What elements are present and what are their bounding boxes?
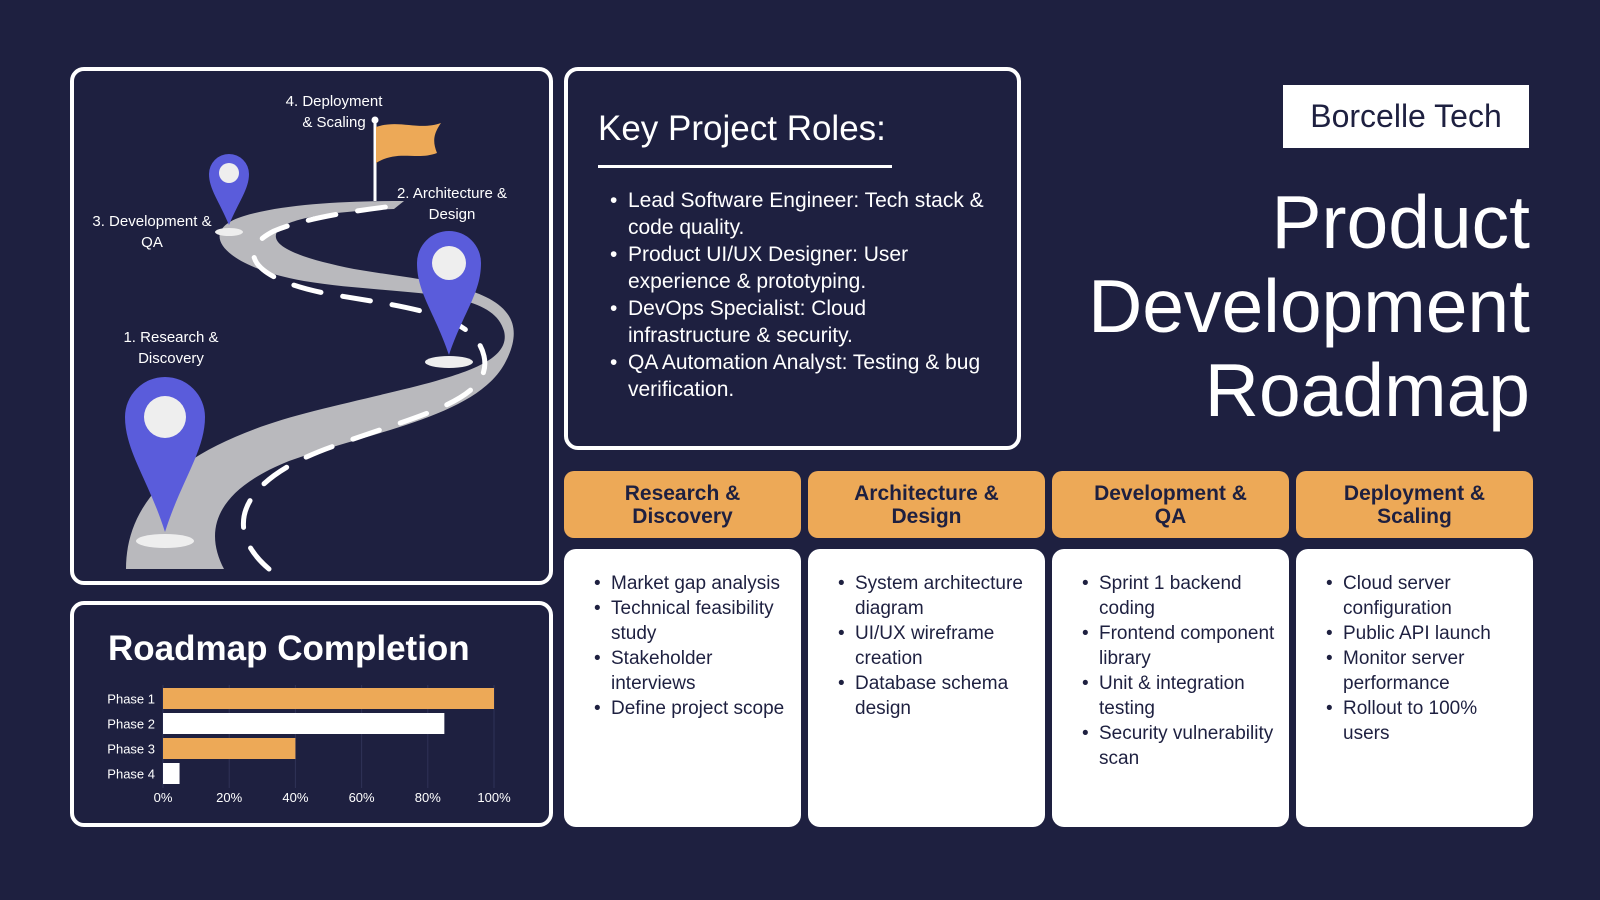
map-pin-icon [209,154,249,236]
phase-task: Security vulnerability scan [1082,721,1279,771]
phase-task: Stakeholder interviews [594,646,791,696]
phase-task: Frontend component library [1082,621,1279,671]
map-label-architecture: 2. Architecture & Design [382,183,522,225]
phase-title-line: Design [891,504,962,528]
y-category-label: Phase 2 [107,717,155,732]
y-category-label: Phase 4 [107,767,155,782]
phase-title-line: QA [1154,504,1187,528]
phase-task: Technical feasibility study [594,596,791,646]
map-pin-icon [417,231,481,368]
phase-task: Sprint 1 backend coding [1082,571,1279,621]
phase-title-line: Development & [1094,481,1247,505]
x-tick-label: 0% [154,790,173,805]
phase-task: Rollout to 100% users [1326,696,1523,746]
phase-task: Unit & integration testing [1082,671,1279,721]
phase-task: Database schema design [838,671,1035,721]
role-item: DevOps Specialist: Cloud infrastructure … [598,295,987,349]
phase-task-list: Market gap analysis Technical feasibilit… [594,571,791,721]
map-label-development: 3. Development & QA [82,211,222,253]
title-line: Roadmap [1204,348,1530,432]
phase-task-list: System architecture diagram UI/UX wirefr… [838,571,1035,721]
key-project-roles-panel: Key Project Roles: Lead Software Enginee… [564,67,1021,450]
x-tick-label: 60% [349,790,375,805]
phase-card-development: Sprint 1 backend coding Frontend compone… [1052,549,1289,827]
phase-card-deployment: Cloud server configuration Public API la… [1296,549,1533,827]
phase-header-development: Development &QA [1052,471,1289,538]
map-label-deployment: 4. Deployment & Scaling [274,91,394,133]
roles-list: Lead Software Engineer: Tech stack & cod… [598,187,987,403]
map-label-line: QA [141,234,163,251]
road [126,201,514,569]
page-title: Product Development Roadmap [970,180,1530,432]
roadmap-illustration-panel: 4. Deployment & Scaling 2. Architecture … [70,67,553,585]
title-underline [598,165,892,168]
y-category-label: Phase 1 [107,692,155,707]
x-tick-label: 80% [415,790,441,805]
phase-task: Define project scope [594,696,791,721]
map-pin-icon [125,377,205,548]
map-label-line: 2. Architecture & [396,185,508,202]
winding-road-illustration [125,116,514,572]
phase-title-line: Discovery [632,504,733,528]
phase-task: Market gap analysis [594,571,791,596]
phase-title-line: Deployment & [1343,481,1486,505]
phase-header-research: Research &Discovery [564,471,801,538]
roadmap-completion-panel: Roadmap Completion 0% 20% 40% 60% 80% 100% Pha… [70,601,553,827]
bar [163,688,494,709]
map-label-line: 3. Development & [92,213,212,230]
y-category-label: Phase 3 [107,742,155,757]
completion-bar-chart: 0% 20% 40% 60% 80% 100% Phase 1 Phase 2 Phase 3 P… [107,685,511,805]
brand-badge: Borcelle Tech [1283,85,1529,148]
map-label-line: Discovery [138,350,204,367]
x-tick-label: 20% [216,790,242,805]
phase-task: Cloud server configuration [1326,571,1523,621]
phase-task: UI/UX wireframe creation [838,621,1035,671]
phase-title-line: Research & [624,481,741,505]
bar [163,763,180,784]
map-label-line: & Scaling [302,114,366,131]
title-line: Product [1271,180,1530,264]
x-tick-label: 100% [477,790,511,805]
phase-task: System architecture diagram [838,571,1035,621]
map-label-line: 4. Deployment [285,93,383,110]
map-label-line: 1. Research & [123,329,219,346]
phase-title-line: Scaling [1377,504,1452,528]
flag-icon [371,116,441,201]
bar [163,713,445,734]
phase-task-list: Cloud server configuration Public API la… [1326,571,1523,746]
roles-title: Key Project Roles: [598,109,886,148]
phase-title-line: Architecture & [854,481,999,505]
role-item: QA Automation Analyst: Testing & bug ver… [598,349,987,403]
phase-header-architecture: Architecture &Design [808,471,1045,538]
phase-card-architecture: System architecture diagram UI/UX wirefr… [808,549,1045,827]
map-label-research: 1. Research & Discovery [106,327,236,369]
completion-title: Roadmap Completion [108,629,470,668]
role-item: Product UI/UX Designer: User experience … [598,241,987,295]
role-item: Lead Software Engineer: Tech stack & cod… [598,187,987,241]
phase-task: Monitor server performance [1326,646,1523,696]
phase-task-list: Sprint 1 backend coding Frontend compone… [1082,571,1279,771]
x-tick-label: 40% [282,790,308,805]
phase-task: Public API launch [1326,621,1523,646]
phase-header-deployment: Deployment &Scaling [1296,471,1533,538]
bar [163,738,296,759]
phase-card-research: Market gap analysis Technical feasibilit… [564,549,801,827]
map-label-line: Design [428,206,476,223]
title-line: Development [1088,264,1530,348]
